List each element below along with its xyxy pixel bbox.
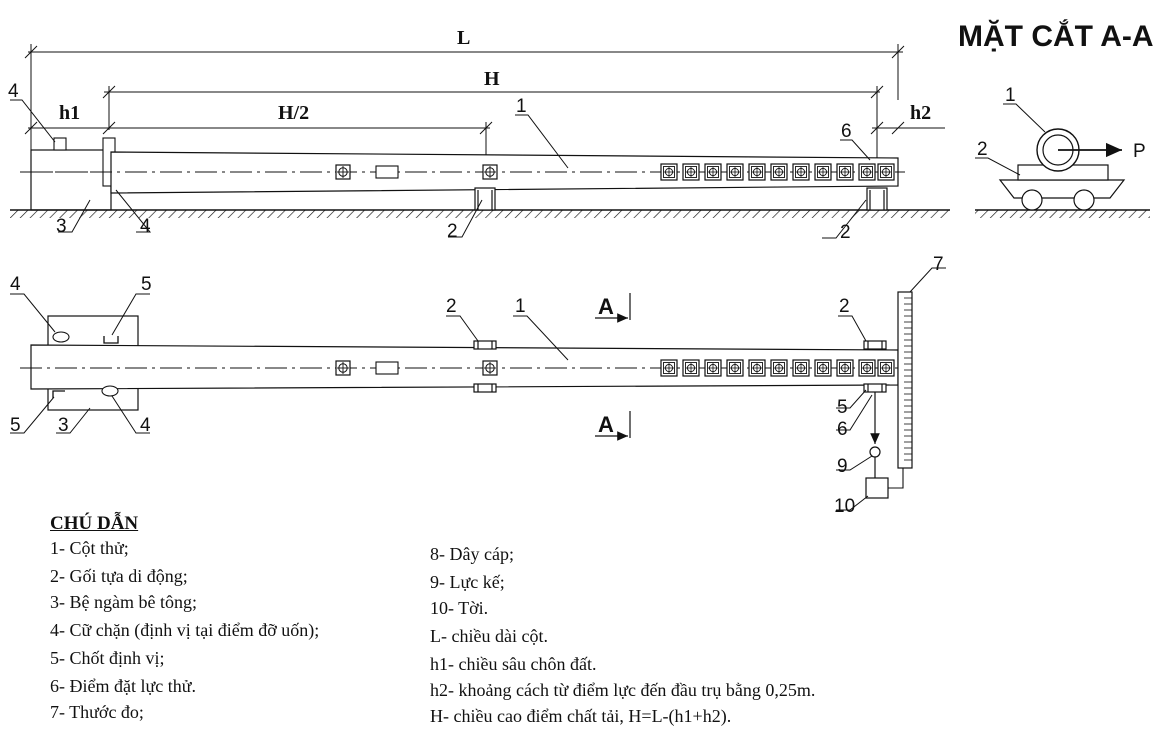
- dimension-L: [24, 44, 905, 150]
- pole-bolt: [482, 164, 498, 180]
- legend-item: H- chiều cao điểm chất tải, H=L-(h1+h2).: [430, 706, 732, 726]
- legend-item: 4- Cữ chặn (định vị tại điểm đỡ uốn);: [50, 620, 320, 640]
- callout-4-side-top: 4: [8, 81, 19, 102]
- ground-hatch: [10, 210, 950, 218]
- dimension-H: [102, 85, 884, 160]
- callout-5-plan-end: 5: [837, 397, 848, 418]
- trolley-wheel-right: [1073, 189, 1095, 211]
- dimension-h1-label: h1: [59, 102, 80, 124]
- dimension-H-label: H: [484, 68, 500, 90]
- callout-1-plan: 1: [515, 296, 526, 317]
- callout-1-side: 1: [516, 96, 527, 117]
- callout-5-plan-top: 5: [141, 274, 152, 295]
- legend-item: h1- chiều sâu chôn đất.: [430, 654, 597, 674]
- side-elevation-view: L H H/2 h1 h2: [8, 27, 950, 243]
- pole-plate-plan: [375, 361, 399, 375]
- legend-item: 7- Thước đo;: [50, 702, 144, 722]
- trolley-body: [998, 179, 1126, 199]
- callout-2-plan-end: 2: [839, 296, 850, 317]
- stopper-plan-top: [52, 331, 70, 343]
- legend-item: h2- khoảng cách từ điểm lực đến đầu trụ …: [430, 680, 816, 700]
- legend-item: 9- Lực kế;: [430, 572, 505, 592]
- legend-item: 8- Dây cáp;: [430, 544, 514, 564]
- legend-item: 1- Cột thử;: [50, 538, 129, 558]
- section-mark-bottom: [595, 411, 631, 441]
- callout-10-winch: 10: [834, 496, 855, 517]
- stopper-top-side: [53, 137, 67, 151]
- callout-7-ruler: 7: [933, 254, 944, 275]
- callout-2-side-end: 2: [840, 222, 851, 243]
- pole-bolt-plan: [482, 360, 498, 376]
- section-mark-top: [595, 293, 631, 323]
- legend-item: 2- Gối tựa di động;: [50, 566, 188, 586]
- dimension-h1: [24, 121, 112, 135]
- section-a-a-view: 1 2 P: [975, 85, 1150, 218]
- pin-plan-bottom: [52, 390, 65, 398]
- callout-2-section: 2: [977, 139, 988, 160]
- legend-item: 10- Tời.: [430, 598, 489, 618]
- callout-6-side: 6: [841, 121, 852, 142]
- movable-support-side: [474, 187, 888, 211]
- callout-5-plan-bottom: 5: [10, 415, 21, 436]
- force-point-row-plan: [660, 359, 895, 377]
- legend-item: L- chiều dài cột.: [430, 626, 548, 646]
- callout-1-section: 1: [1005, 85, 1016, 106]
- legend-item: 6- Điểm đặt lực thử.: [50, 676, 196, 696]
- pole-plate: [375, 165, 399, 179]
- concrete-base-side: [30, 149, 112, 211]
- callout-2-side-mid: 2: [447, 221, 458, 242]
- winch: [865, 477, 889, 499]
- section-mark-top-label: A: [598, 294, 614, 319]
- force-label-p: P: [1133, 141, 1146, 162]
- force-point-row-side: [660, 163, 895, 181]
- callout-4-side-bottom: 4: [140, 216, 151, 237]
- trolley-wheel-left: [1021, 189, 1043, 211]
- plan-view: A A 4 5 2 1 2 7 5 3 4 5: [10, 254, 946, 517]
- callout-3-side: 3: [56, 216, 67, 237]
- legend-item: 3- Bệ ngàm bê tông;: [50, 592, 197, 612]
- dimension-h2-label: h2: [910, 102, 931, 124]
- callout-4-plan-top: 4: [10, 274, 21, 295]
- dimension-h2: [870, 121, 945, 135]
- callout-3-plan: 3: [58, 415, 69, 436]
- pole-bolt-plan: [335, 360, 351, 376]
- dynamometer: [869, 446, 881, 458]
- legend: CHÚ DẪN 1- Cột thử; 2- Gối tựa di động; …: [50, 513, 1050, 743]
- legend-item: 5- Chốt định vị;: [50, 648, 165, 668]
- pole-bolt: [335, 164, 351, 180]
- callout-2-plan-mid: 2: [446, 296, 457, 317]
- dimension-H-half-label: H/2: [278, 102, 309, 124]
- movable-support-plan: [473, 340, 887, 393]
- callout-9-dynamometer: 9: [837, 456, 848, 477]
- measuring-ruler: [897, 291, 913, 469]
- stopper-plan-bottom: [101, 385, 119, 397]
- section-mark-bottom-label: A: [598, 412, 614, 437]
- dimension-L-label: L: [457, 27, 470, 49]
- pin-plan-top: [103, 336, 119, 344]
- section-title: MẶT CẮT A-A: [958, 19, 1154, 53]
- legend-heading: CHÚ DẪN: [50, 513, 139, 534]
- test-pole-plan: [30, 344, 899, 390]
- callout-6-plan: 6: [837, 419, 848, 440]
- test-pole-side: [110, 151, 899, 194]
- callout-4-plan-bottom: 4: [140, 415, 151, 436]
